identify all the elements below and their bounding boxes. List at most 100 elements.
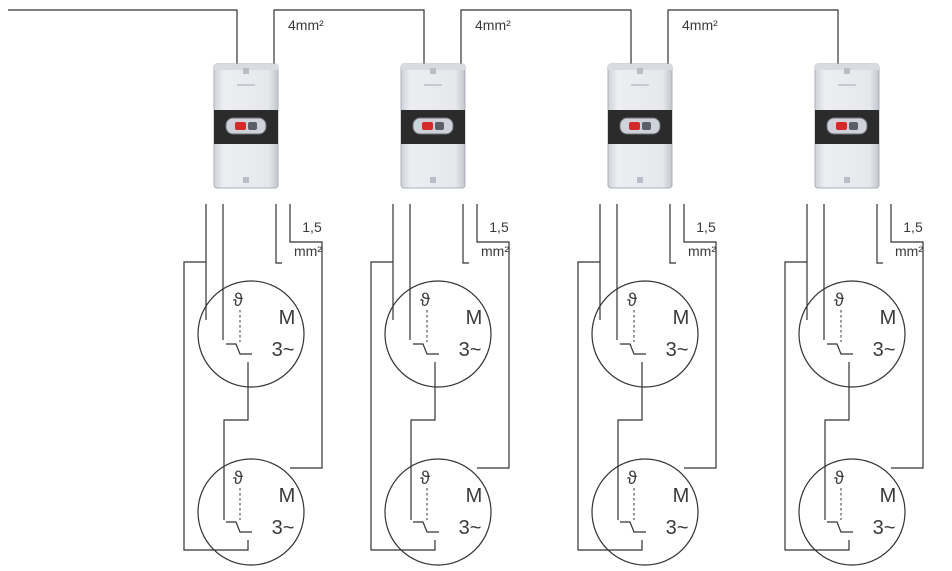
indicator-dark [435,122,444,130]
motor-phase: 3~ [873,517,896,539]
terminal-screw-bottom [430,177,436,183]
return-wire [289,204,323,469]
thermal-contact [226,343,252,355]
terminal-screw-top [243,68,249,74]
terminal-screw-bottom [844,177,850,183]
motor-circle [384,280,492,388]
indicator-red [836,122,847,130]
return-wire [890,204,924,469]
feeder-wire [8,9,238,64]
motor-letter: M [279,485,296,507]
theta-symbol: ϑ [834,290,844,310]
units-group: 4mm²1,5mm²ϑM3~ϑM3~4mm²1,5mm²ϑM3~ϑM3~4mm²… [8,9,924,566]
motor-letter: M [466,485,483,507]
motor-cable-label-top: 1,5 [302,219,322,235]
terminal-screw-bottom [243,177,249,183]
motor-phase: 3~ [666,339,689,361]
indicator-dark [849,122,858,130]
theta-symbol: ϑ [233,468,243,488]
bus-wire [273,9,425,64]
thermal-contact [620,343,646,355]
outer-loop-wire [183,261,249,551]
switch-marking [424,84,442,86]
terminal-screw-bottom [637,177,643,183]
motor-letter: M [673,307,690,329]
outer-loop-wire [370,261,436,551]
outer-loop-wire [577,261,643,551]
motor-circle [591,280,699,388]
motor-letter: M [880,307,897,329]
bus-cable-label: 4mm² [288,17,324,33]
control-wire [876,204,883,264]
indicator-red [629,122,640,130]
motor-cable-label-top: 1,5 [696,219,716,235]
indicator-red [422,122,433,130]
interconnect-wire [223,362,249,520]
indicator-dark [248,122,257,130]
protection-switch [814,63,880,189]
control-wire [462,204,469,264]
bus-wire [460,9,632,64]
motor-2: ϑM 3~ [197,458,305,566]
motor-circle [798,280,906,388]
motor-circle [384,458,492,566]
motor-letter: M [466,307,483,329]
motor-cable-label-top: 1,5 [489,219,509,235]
protection-switch [213,63,279,189]
thermal-contact [827,521,853,533]
theta-symbol: ϑ [627,468,637,488]
motor-1: ϑM 3~ [197,280,305,388]
motor-cable-label-bottom: mm² [481,243,509,259]
interconnect-wire [410,362,436,520]
motor-cable-label-bottom: mm² [294,243,322,259]
bus-cable-label: 4mm² [682,17,718,33]
motor-cable-label-top: 1,5 [903,219,923,235]
control-wire [669,204,676,264]
motor-cable-label-bottom: mm² [688,243,716,259]
terminal-screw-top [844,68,850,74]
theta-symbol: ϑ [834,468,844,488]
switch-marking [838,84,856,86]
outer-loop-wire [784,261,850,551]
motor-phase: 3~ [272,339,295,361]
theta-symbol: ϑ [627,290,637,310]
motor-phase: 3~ [459,517,482,539]
thermal-contact [827,343,853,355]
return-wire [476,204,510,469]
motor-1: ϑM 3~ [798,280,906,388]
motor-2: ϑM3~ [798,458,906,566]
thermal-contact [226,521,252,533]
terminal-screw-top [430,68,436,74]
motor-phase: 3~ [873,339,896,361]
motor-circle [197,280,305,388]
theta-symbol: ϑ [420,468,430,488]
motor-1: ϑM 3~ [591,280,699,388]
switch-top-rim [608,64,672,70]
motor-letter: M [673,485,690,507]
thermal-contact [620,521,646,533]
theta-symbol: ϑ [233,290,243,310]
motor-2: ϑM 3~ [384,458,492,566]
protection-switch [400,63,466,189]
motor-cable-label-bottom: mm² [895,243,923,259]
motor-phase: 3~ [272,517,295,539]
motor-letter: M [279,307,296,329]
motor-1: ϑM 3~ [384,280,492,388]
switch-top-rim [401,64,465,70]
bus-cable-label: 4mm² [475,17,511,33]
indicator-dark [642,122,651,130]
interconnect-wire [617,362,643,520]
motor-circle [591,458,699,566]
switch-top-rim [214,64,278,70]
motor-phase: 3~ [459,339,482,361]
theta-symbol: ϑ [420,290,430,310]
switch-marking [631,84,649,86]
return-wire [683,204,717,469]
protection-switch [607,63,673,189]
control-wire [275,204,282,264]
